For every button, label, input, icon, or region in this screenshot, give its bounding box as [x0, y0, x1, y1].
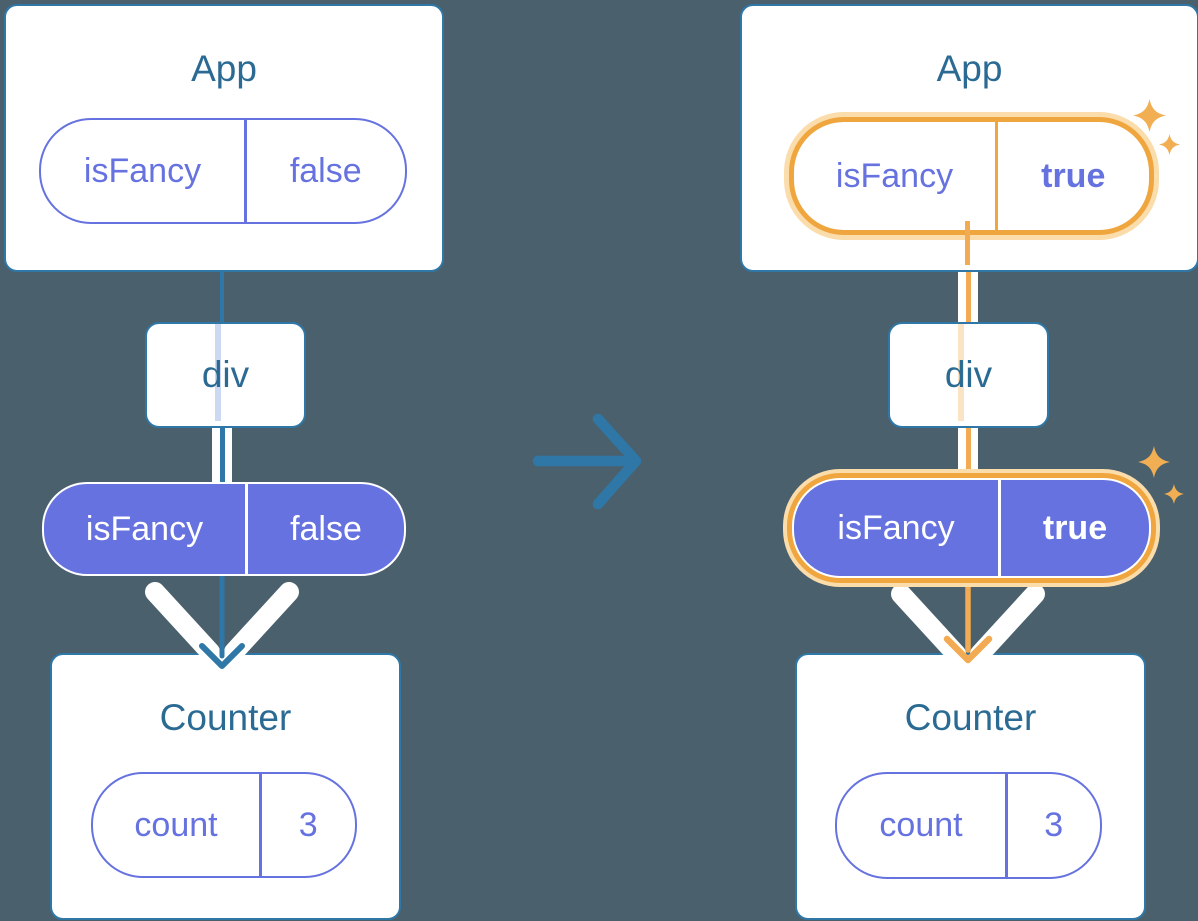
right-passed-state-pill: isFancy true — [792, 478, 1151, 578]
pill-divider — [245, 484, 248, 574]
left-div-card: div — [145, 322, 306, 428]
state-key: count — [134, 805, 218, 844]
right-app-title: App — [936, 48, 1003, 89]
left-passed-state-pill: isFancy false — [42, 482, 406, 576]
right-counter-card: Counter count 3 — [795, 653, 1146, 920]
sparkle-icon — [1138, 446, 1184, 504]
state-key: isFancy — [835, 156, 954, 195]
state-value: 3 — [1044, 806, 1064, 844]
right-app-div-state-line — [965, 268, 971, 326]
pill-divider — [998, 480, 1001, 576]
sparkle-icon — [1133, 99, 1180, 155]
pill-divider — [259, 774, 262, 876]
right-div-card: div — [888, 322, 1049, 428]
left-div-pill-state-line — [219, 420, 225, 484]
right-pill-card-state-line — [965, 221, 970, 265]
state-key: isFancy — [85, 509, 204, 548]
right-div-pill-state-line — [965, 420, 971, 482]
left-app-state-pill: isFancy false — [39, 118, 407, 224]
right-div-label: div — [944, 354, 993, 395]
left-counter-state-pill: count 3 — [91, 772, 357, 878]
state-value: true — [1042, 508, 1108, 547]
right-app-card: App isFancy true — [740, 4, 1198, 272]
left-chevron-down-arrow-icon — [145, 567, 299, 669]
right-counter-title: Counter — [904, 697, 1037, 738]
right-chevron-down-arrow-icon — [891, 581, 1045, 664]
left-div-inner-state-line — [215, 324, 221, 421]
pill-divider — [1005, 774, 1008, 877]
state-key: isFancy — [837, 508, 955, 547]
state-value: false — [290, 509, 362, 548]
left-counter-title: Counter — [159, 697, 292, 738]
pill-divider — [244, 120, 247, 222]
left-counter-card: Counter count 3 — [50, 653, 401, 920]
state-value: true — [1041, 156, 1106, 195]
right-counter-state-pill: count 3 — [835, 772, 1102, 879]
left-app-div-line — [220, 266, 224, 324]
left-app-title: App — [191, 48, 257, 89]
left-div-label: div — [201, 354, 250, 395]
right-div-inner-state-line — [958, 324, 964, 421]
right-app-state-pill: isFancy true — [789, 117, 1154, 235]
state-value: false — [289, 151, 362, 190]
left-app-card: App isFancy false — [4, 4, 444, 272]
state-value: 3 — [298, 805, 318, 844]
state-key: count — [879, 806, 963, 844]
pill-divider — [995, 122, 998, 230]
state-key: isFancy — [83, 151, 202, 190]
transition-arrow-right-icon — [532, 413, 642, 510]
